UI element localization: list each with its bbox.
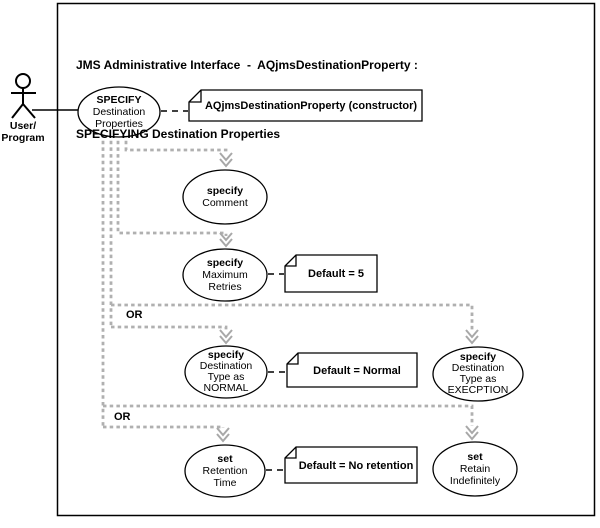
arrow-normal-icon <box>219 329 233 345</box>
usecase-specify-destination-type-normal <box>184 345 268 399</box>
arrowheads <box>216 152 479 443</box>
usecase-line: Indefinitely <box>449 475 501 487</box>
usecase-line: Type as <box>459 373 497 385</box>
usecase-line: SPECIFY <box>96 94 142 106</box>
usecase-line: specify <box>206 185 244 197</box>
actor-label-line2: Program <box>1 132 45 144</box>
usecase-set-retain-indefinitely <box>432 441 518 497</box>
note-constructor-fold-icon <box>189 90 202 103</box>
usecase-specify-destination-type-exception <box>432 346 524 402</box>
system-boundary-frame <box>56 2 596 517</box>
or-label-first: OR <box>126 309 143 321</box>
usecase-ellipses <box>77 86 524 498</box>
connector-to-retention-time <box>103 425 225 429</box>
usecase-line: Retries <box>208 281 242 293</box>
note-anchors <box>161 110 286 471</box>
arrow-comment-icon <box>219 152 233 168</box>
note-text-constructor: AQjmsDestinationProperty (constructor) <box>204 100 418 112</box>
actor-label-line1: User/ <box>9 120 37 132</box>
usecase-label-set-retain-indefinitely: set Retain Indefinitely <box>450 451 500 487</box>
usecase-set-retention-time <box>184 444 266 498</box>
usecase-line: Time <box>213 477 237 489</box>
connector-to-exception <box>111 303 474 330</box>
connector-to-retain-indefinitely <box>103 404 474 426</box>
usecase-line: specify <box>207 349 245 361</box>
usecase-line: Properties <box>95 118 143 130</box>
usecase-line: set <box>467 451 483 463</box>
note-text-destination-type-default: Default = Normal <box>313 365 401 377</box>
diagram-title-line2: SPECIFYING Destination Properties <box>76 127 281 141</box>
usecase-line: Maximum <box>202 269 248 281</box>
or-label-second: OR <box>114 411 131 423</box>
note-text-max-retries-default: Default = 5 <box>308 268 364 280</box>
usecase-line: Destination <box>199 360 253 372</box>
note-max-retries-fold-icon <box>285 255 297 267</box>
note-max-retries-default <box>284 254 378 293</box>
usecase-specify-maximum-retries <box>182 248 268 302</box>
connector-to-normal <box>111 325 228 330</box>
usecase-line: specify <box>206 257 244 269</box>
usecase-label-specify-comment: specify Comment <box>202 185 248 209</box>
arrow-retention-icon <box>216 427 230 443</box>
arrow-exception-icon <box>465 329 479 345</box>
note-text-retention-default: Default = No retention <box>298 460 414 472</box>
usecase-line: Retention <box>202 465 248 477</box>
usecase-line: set <box>217 453 233 465</box>
usecase-line: Retain <box>459 463 491 475</box>
diagram-title-line1: JMS Administrative Interface - AQjmsDest… <box>76 58 418 72</box>
dashed-flow-lines <box>101 134 474 429</box>
note-retention-default <box>284 446 418 484</box>
note-shapes <box>188 89 423 484</box>
usecase-line: Comment <box>202 197 248 209</box>
note-destination-type-default <box>286 352 418 388</box>
note-destination-type-fold-icon <box>287 353 299 365</box>
usecase-label-specify-destination-type-exception: specify Destination Type as EXECPTION <box>448 352 509 396</box>
usecase-label-set-retention-time: set Retention Time <box>203 453 248 489</box>
usecase-label-specify-destination-type-normal: specify Destination Type as NORMAL <box>200 350 253 394</box>
actor-icon <box>11 73 36 119</box>
usecase-specify-destination-properties <box>77 86 161 138</box>
usecase-line: Type as <box>207 371 245 383</box>
actor-label: User/ Program <box>1 120 44 144</box>
usecase-line: Destination <box>451 362 505 374</box>
arrow-retain-icon <box>465 425 479 441</box>
note-retention-fold-icon <box>285 447 297 459</box>
usecase-line: specify <box>459 351 497 363</box>
usecase-line: EXECPTION <box>447 384 509 396</box>
usecase-specify-comment <box>182 169 268 225</box>
usecase-line: Destination <box>92 106 146 118</box>
connector-to-max-retries <box>116 134 228 236</box>
connector-to-comment <box>124 134 228 153</box>
usecase-label-specify-destination-properties: SPECIFY Destination Properties <box>93 94 146 130</box>
usecase-label-specify-maximum-retries: specify Maximum Retries <box>202 257 248 293</box>
usecase-line: NORMAL <box>203 382 249 394</box>
diagram-title: JMS Administrative Interface - AQjmsDest… <box>76 8 418 192</box>
note-constructor <box>188 89 423 122</box>
arrow-max-retries-icon <box>219 232 233 248</box>
